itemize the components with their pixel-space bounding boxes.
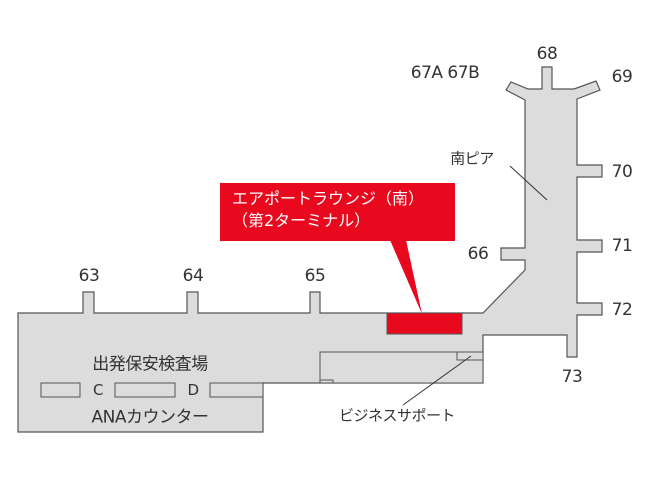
security-checkpoint-label: 出発保安検査場	[92, 354, 208, 375]
gate-64-label: 64	[182, 266, 204, 286]
gate-73-label: 73	[561, 367, 583, 387]
gate-72-label: 72	[611, 300, 633, 320]
business-support-leader	[402, 355, 472, 406]
gate-70-label: 70	[611, 162, 633, 182]
south-pier-label: 南ピア	[450, 149, 494, 168]
gate-68-label: 68	[536, 44, 558, 64]
ana-counter-label: ANAカウンター	[91, 407, 209, 428]
gate-63-label: 63	[78, 266, 100, 286]
south-pier-leader	[509, 165, 548, 201]
counter-d-label: D	[187, 381, 199, 399]
counter-block-1	[40, 382, 81, 398]
area-notch	[320, 379, 334, 383]
callout-pointer	[390, 240, 422, 314]
callout-subtitle: （第2ターミナル）	[232, 211, 371, 230]
callout-title: エアポートラウンジ（南）	[232, 189, 425, 208]
gate-67-label: 67A 67B	[410, 63, 480, 83]
business-support-office	[456, 351, 484, 361]
terminal-floor	[17, 66, 603, 433]
counter-block-2	[114, 382, 176, 398]
business-support-label: ビジネスサポート	[338, 406, 456, 425]
counter-block-3	[209, 382, 264, 398]
counter-c-label: C	[93, 381, 103, 399]
gate-71-label: 71	[611, 236, 633, 256]
lounge-callout[interactable]: エアポートラウンジ（南） （第2ターミナル）	[220, 183, 455, 241]
lounge-location[interactable]	[386, 312, 463, 335]
gate-69-label: 69	[611, 67, 633, 87]
gate-65-label: 65	[304, 266, 326, 286]
gate-66-label: 66	[467, 244, 489, 264]
